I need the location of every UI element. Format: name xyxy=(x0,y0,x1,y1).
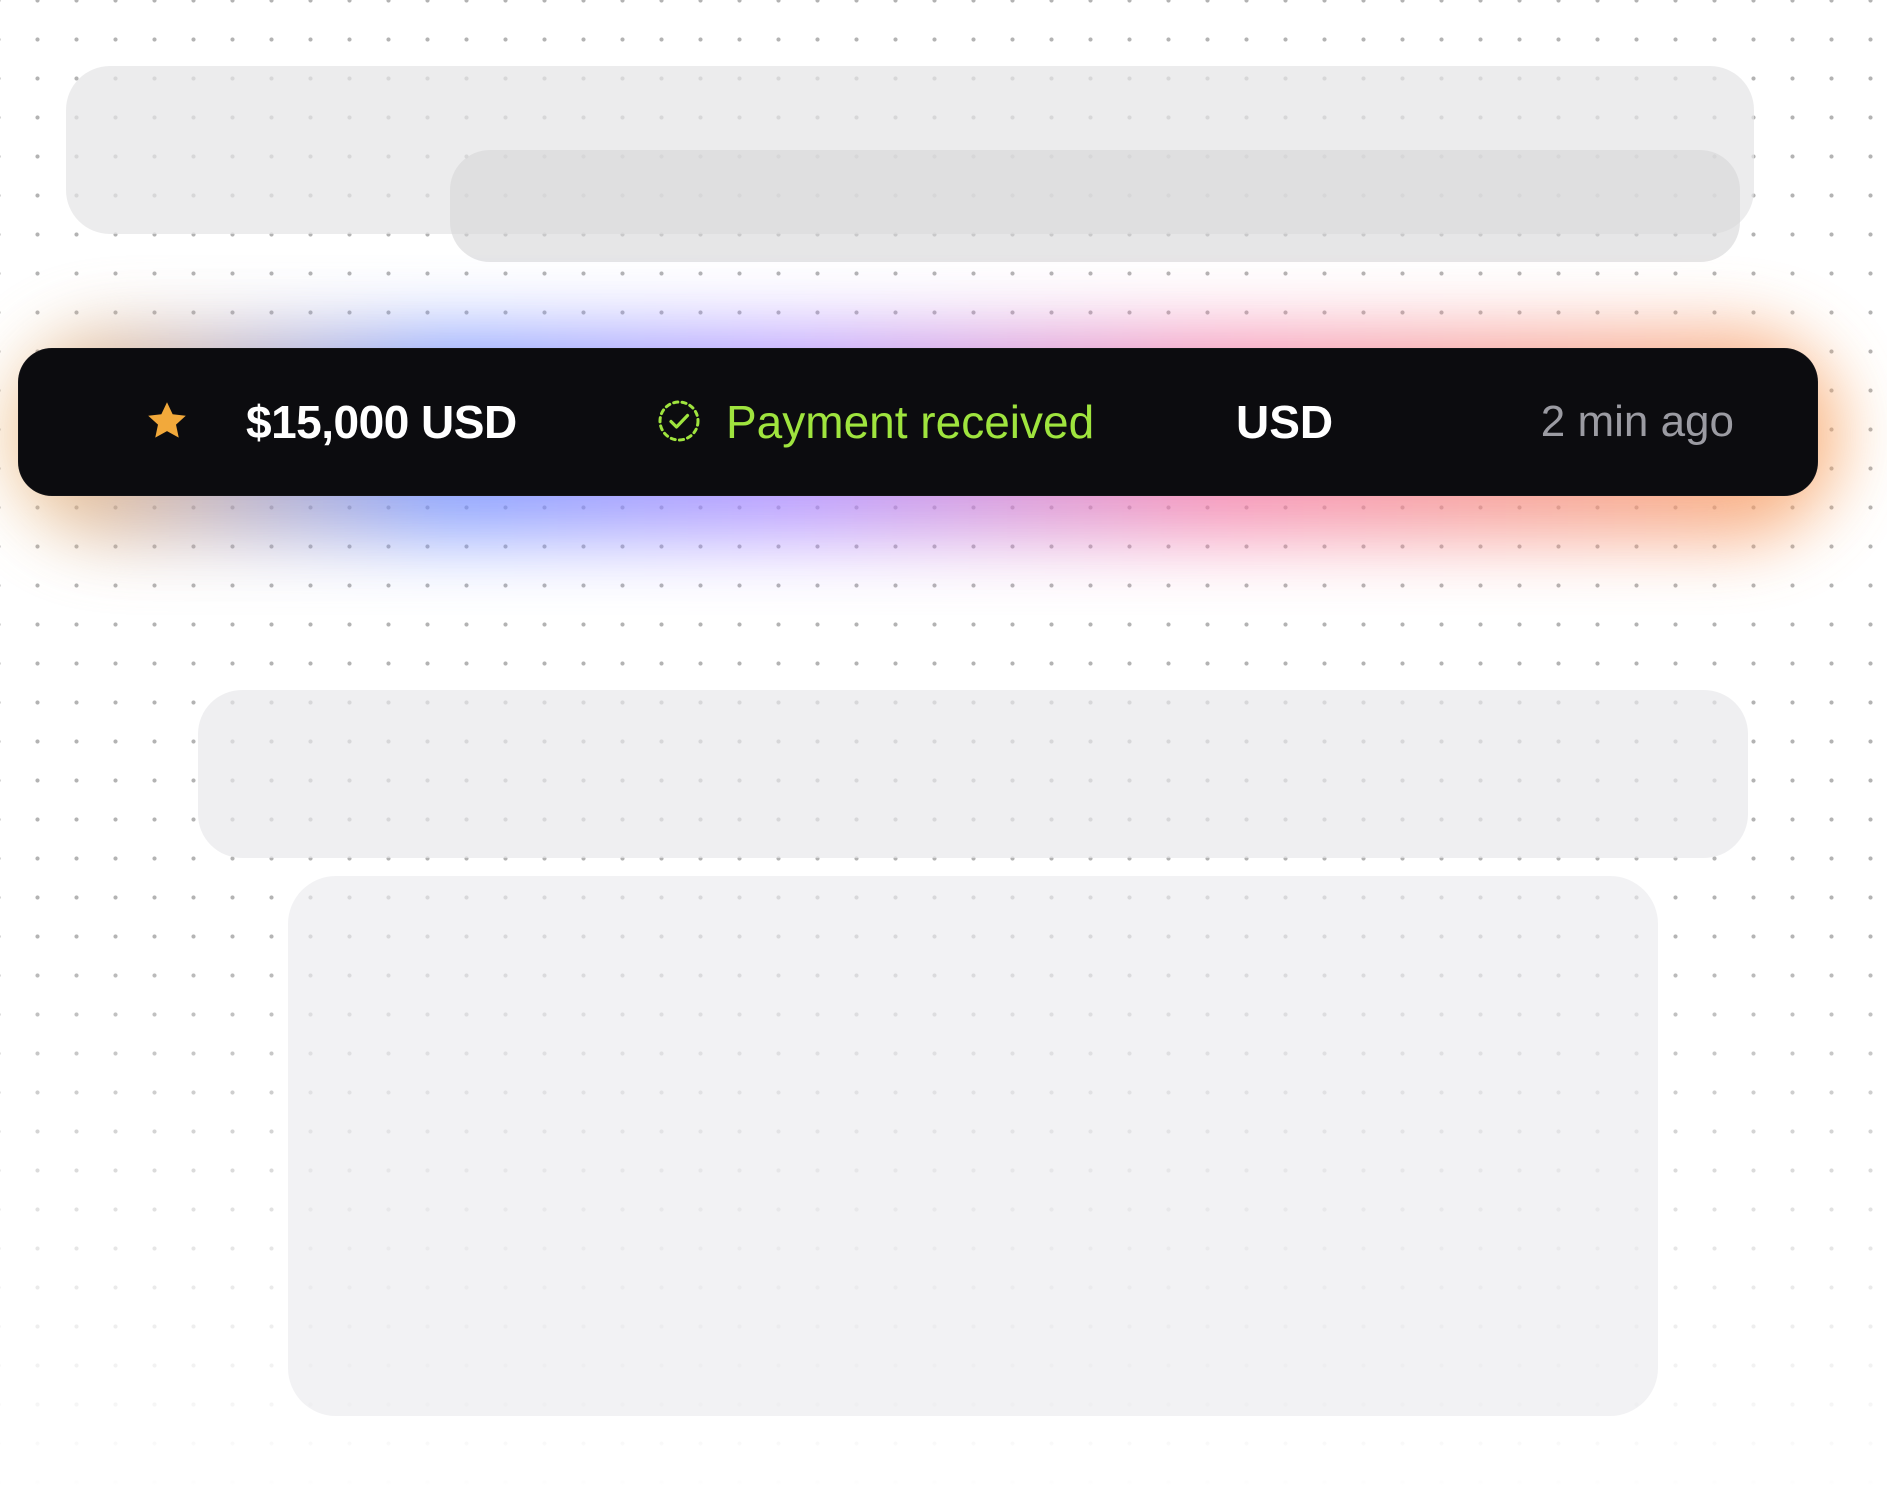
placeholder-card-2 xyxy=(450,150,1740,262)
payment-notification[interactable]: $15,000 USD Payment received USD 2 min a… xyxy=(18,348,1818,496)
star-icon xyxy=(144,398,190,444)
currency-label: USD xyxy=(1236,396,1334,448)
check-badge-icon xyxy=(656,398,702,444)
placeholder-card-4 xyxy=(288,876,1658,1416)
payment-status: Payment received xyxy=(726,396,1095,448)
payment-amount: $15,000 USD xyxy=(246,396,517,448)
placeholder-card-3 xyxy=(198,690,1748,858)
timestamp: 2 min ago xyxy=(1540,397,1734,446)
